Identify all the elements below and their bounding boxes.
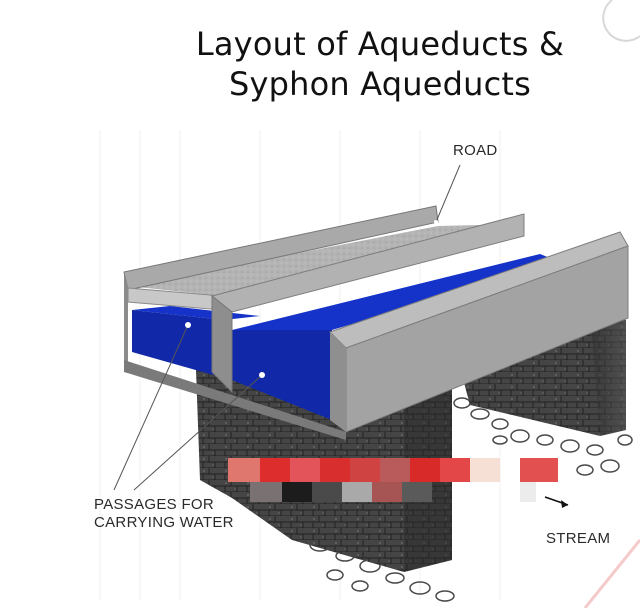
corner-arc-bottom-right [583, 539, 640, 608]
road-pointer-dot [434, 220, 438, 224]
leader-lines [113, 164, 461, 491]
corner-arc-top-right [602, 0, 640, 42]
label-passages-line-1: PASSAGES FOR [94, 496, 215, 513]
page-title: Layout of Aqueducts & Syphon Aqueducts [150, 24, 610, 104]
title-line-1: Layout of Aqueducts & [195, 25, 565, 63]
label-road: ROAD [453, 142, 498, 159]
passage-pointer-dot-2 [259, 372, 265, 378]
redacted-region [228, 458, 558, 502]
passage-pointer-dot-1 [185, 322, 191, 328]
label-stream: STREAM [546, 530, 611, 547]
water-channel-left [132, 310, 224, 378]
label-passages-line-2: CARRYING WATER [94, 514, 234, 531]
bottom-slab [124, 360, 346, 440]
title-line-2: Syphon Aqueducts [228, 65, 532, 103]
stream-arrow [544, 496, 569, 508]
outer-wall-front [330, 332, 346, 432]
